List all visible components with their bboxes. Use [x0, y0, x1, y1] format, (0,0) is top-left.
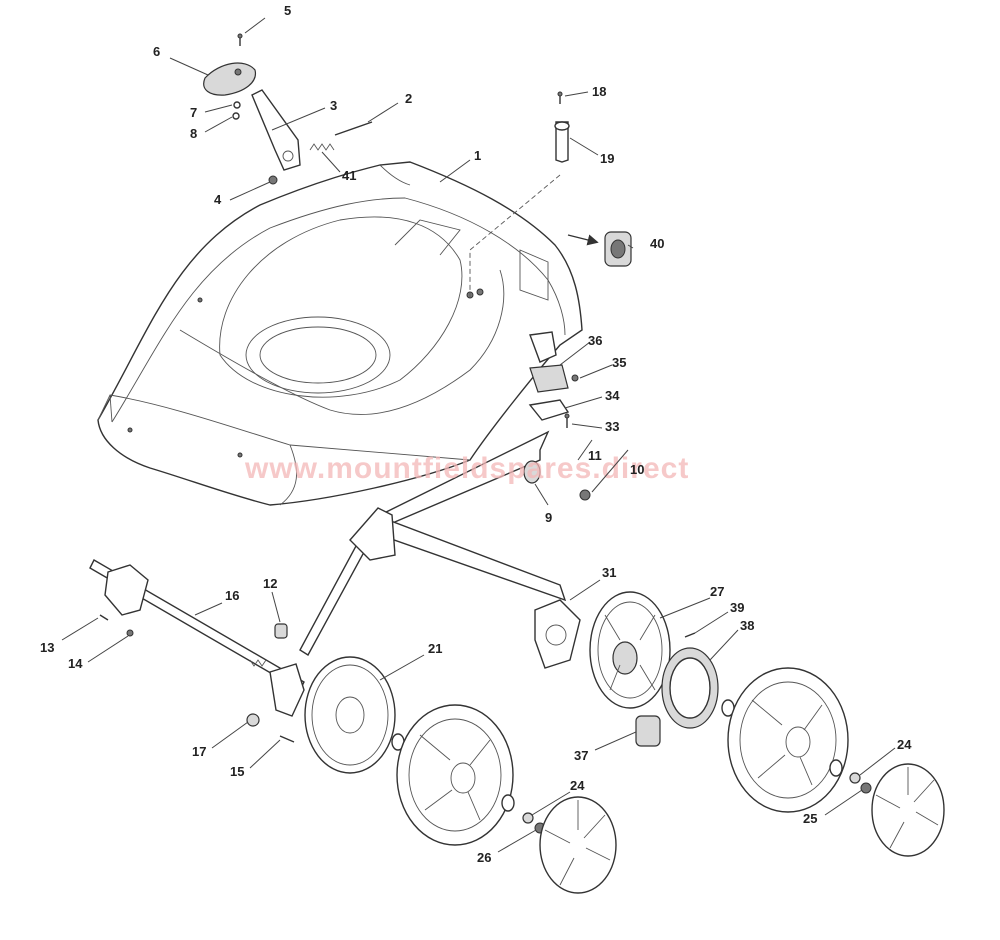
- callout-6: 6: [153, 44, 160, 59]
- callout-37: 37: [574, 748, 588, 763]
- callout-21: 21: [428, 641, 442, 656]
- callout-18: 18: [592, 84, 606, 99]
- callout-7: 7: [190, 105, 197, 120]
- rear-parts: [528, 91, 632, 428]
- height-lever-assembly: [203, 33, 373, 185]
- callout-16: 16: [225, 588, 239, 603]
- mower-deck: [97, 161, 583, 506]
- callout-34: 34: [605, 388, 620, 403]
- callout-4: 4: [214, 192, 222, 207]
- callout-15: 15: [230, 764, 244, 779]
- callout-11: 11: [588, 448, 602, 463]
- callout-1: 1: [474, 148, 481, 163]
- callout-26: 26: [477, 850, 491, 865]
- callout-36: 36: [588, 333, 602, 348]
- callout-5: 5: [284, 3, 291, 18]
- callout-14: 14: [68, 656, 83, 671]
- callout-10: 10: [630, 462, 644, 477]
- callout-27: 27: [710, 584, 724, 599]
- callout-40: 40: [650, 236, 664, 251]
- callout-25: 25: [803, 811, 817, 826]
- callout-24-rear: 24: [897, 737, 912, 752]
- callout-8: 8: [190, 126, 197, 141]
- callout-19: 19: [600, 151, 614, 166]
- callout-41: 41: [342, 168, 356, 183]
- callout-2: 2: [405, 91, 412, 106]
- axle-frame: [89, 430, 591, 743]
- callout-33: 33: [605, 419, 619, 434]
- callout-17: 17: [192, 744, 206, 759]
- callout-12: 12: [263, 576, 277, 591]
- front-wheel-assembly: [304, 656, 617, 894]
- callout-numbers: 5 6 7 8 3 2 4 41 1 18 19 40 36 35 34 33 …: [40, 3, 912, 865]
- callout-38: 38: [740, 618, 754, 633]
- callout-35: 35: [612, 355, 626, 370]
- callout-leaders: [61, 17, 896, 853]
- callout-13: 13: [40, 640, 54, 655]
- callout-24-front: 24: [570, 778, 585, 793]
- rear-wheel-assembly: [589, 591, 945, 857]
- callout-9: 9: [545, 510, 552, 525]
- watermark-text: www.mountfieldspares.direct: [244, 452, 689, 485]
- callout-3: 3: [330, 98, 337, 113]
- callout-31: 31: [602, 565, 616, 580]
- callout-39: 39: [730, 600, 744, 615]
